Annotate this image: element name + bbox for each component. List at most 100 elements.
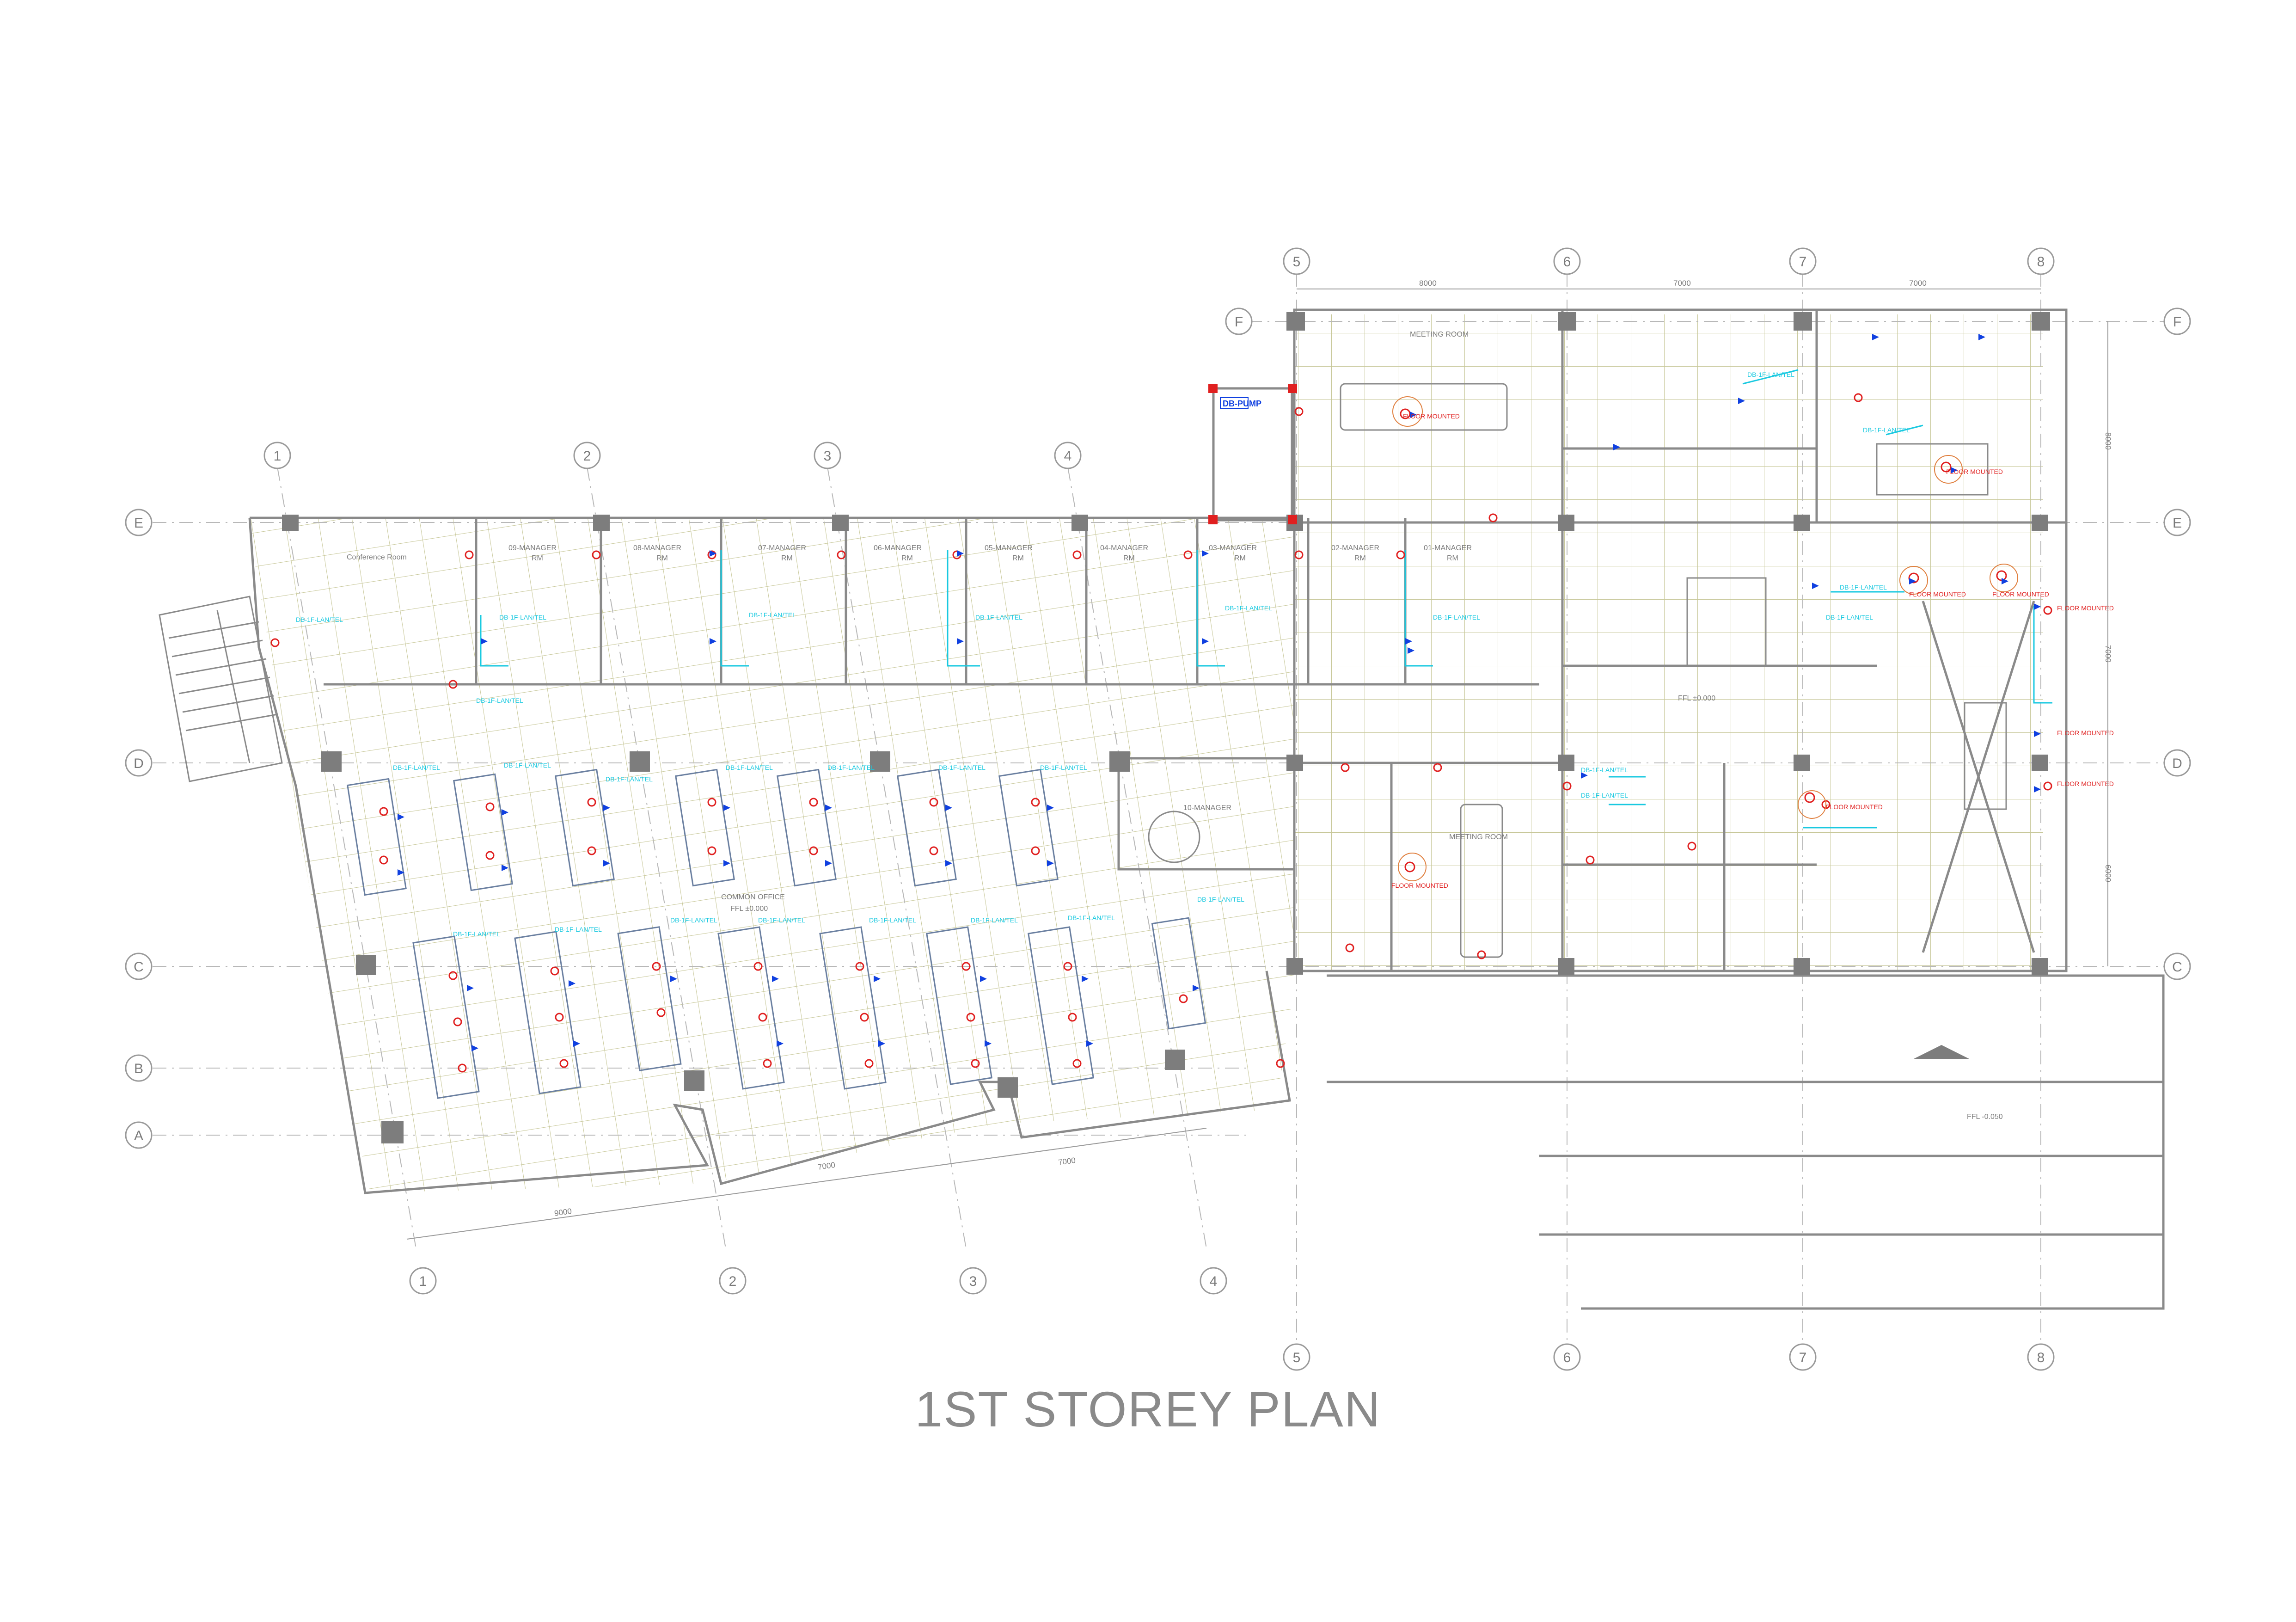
svg-text:7: 7 [1799, 254, 1807, 270]
grid-bubbles [125, 247, 2191, 1371]
svg-text:DB-1F-LAN/TEL: DB-1F-LAN/TEL [1197, 896, 1244, 903]
svg-text:7000: 7000 [2104, 645, 2112, 663]
svg-text:DB-1F-LAN/TEL: DB-1F-LAN/TEL [1068, 914, 1115, 922]
svg-text:03-MANAGER: 03-MANAGER [1209, 544, 1257, 552]
drawing-title: 1ST STOREY PLAN [915, 1381, 1381, 1437]
svg-text:MEETING ROOM: MEETING ROOM [1410, 331, 1469, 338]
svg-text:3: 3 [969, 1274, 977, 1289]
svg-text:E: E [134, 516, 143, 531]
svg-text:07-MANAGER: 07-MANAGER [758, 544, 806, 552]
svg-text:DB-1F-LAN/TEL: DB-1F-LAN/TEL [670, 916, 717, 924]
svg-text:1: 1 [274, 449, 282, 464]
svg-text:DB-PUMP: DB-PUMP [1223, 399, 1261, 408]
svg-text:8000: 8000 [1419, 279, 1437, 288]
svg-text:DB-1F-LAN/TEL: DB-1F-LAN/TEL [1826, 614, 1873, 621]
svg-text:FLOOR MOUNTED: FLOOR MOUNTED [2057, 729, 2114, 737]
svg-text:FLOOR MOUNTED: FLOOR MOUNTED [1992, 590, 2049, 598]
svg-text:DB-1F-LAN/TEL: DB-1F-LAN/TEL [1581, 766, 1628, 774]
svg-text:8000: 8000 [2104, 432, 2112, 450]
svg-text:01-MANAGER: 01-MANAGER [1424, 544, 1472, 552]
svg-text:C: C [134, 959, 144, 975]
svg-text:7000: 7000 [1058, 1156, 1076, 1167]
circuit-tags: DB-1F-LAN/TEL DB-1F-LAN/TEL DB-1F-LAN/TE… [296, 371, 1910, 938]
svg-text:DB-1F-LAN/TEL: DB-1F-LAN/TEL [1747, 371, 1794, 378]
svg-text:DB-1F-LAN/TEL: DB-1F-LAN/TEL [1225, 604, 1272, 612]
svg-text:5: 5 [1293, 254, 1301, 270]
svg-text:4: 4 [1064, 449, 1072, 464]
svg-text:DB-1F-LAN/TEL: DB-1F-LAN/TEL [296, 616, 343, 623]
svg-text:DB-1F-LAN/TEL: DB-1F-LAN/TEL [975, 614, 1022, 621]
svg-text:08-MANAGER: 08-MANAGER [633, 544, 681, 552]
svg-text:RM: RM [1234, 554, 1246, 562]
svg-text:E: E [2173, 516, 2182, 531]
svg-text:RM: RM [1354, 554, 1366, 562]
svg-text:D: D [134, 756, 144, 771]
walls [248, 308, 2165, 1310]
svg-text:RM: RM [532, 554, 543, 562]
room-labels: MEETING ROOM MEETING ROOM COMMON OFFICE … [347, 331, 2003, 1121]
svg-text:5: 5 [1293, 1350, 1301, 1365]
svg-text:FLOOR MOUNTED: FLOOR MOUNTED [2057, 780, 2114, 787]
svg-text:DB-1F-LAN/TEL: DB-1F-LAN/TEL [504, 762, 551, 769]
meeting-tables [1148, 383, 2007, 958]
svg-text:6: 6 [1563, 254, 1571, 270]
svg-text:02-MANAGER: 02-MANAGER [1331, 544, 1379, 552]
svg-text:FLOOR MOUNTED: FLOOR MOUNTED [1391, 882, 1448, 889]
ceiling-grid [247, 314, 2043, 1193]
svg-text:DB-1F-LAN/TEL: DB-1F-LAN/TEL [476, 697, 523, 704]
svg-text:F: F [1235, 314, 1243, 330]
svg-text:RM: RM [781, 554, 793, 562]
svg-text:DB-1F-LAN/TEL: DB-1F-LAN/TEL [393, 764, 440, 771]
power-outlets [270, 393, 2052, 1073]
desk-clusters [347, 768, 1206, 1099]
svg-text:DB-1F-LAN/TEL: DB-1F-LAN/TEL [1581, 792, 1628, 799]
svg-text:FFL -0.050: FFL -0.050 [1967, 1113, 2003, 1121]
svg-text:FLOOR MOUNTED: FLOOR MOUNTED [1909, 590, 1966, 598]
svg-text:09-MANAGER: 09-MANAGER [508, 544, 557, 552]
svg-text:F: F [2173, 314, 2181, 330]
svg-text:7000: 7000 [817, 1161, 836, 1172]
svg-text:3: 3 [824, 449, 832, 464]
svg-text:8: 8 [2037, 254, 2045, 270]
structural-columns [282, 312, 2050, 1143]
dimension-labels: 8000 7000 7000 8000 7000 6000 9000 7000 … [554, 279, 2112, 1218]
svg-text:C: C [2172, 959, 2182, 975]
svg-text:6: 6 [1563, 1350, 1571, 1365]
svg-text:DB-1F-LAN/TEL: DB-1F-LAN/TEL [1040, 764, 1087, 771]
svg-text:DB-1F-LAN/TEL: DB-1F-LAN/TEL [1863, 426, 1910, 434]
svg-text:DB-1F-LAN/TEL: DB-1F-LAN/TEL [749, 611, 796, 619]
svg-text:DB-1F-LAN/TEL: DB-1F-LAN/TEL [606, 775, 653, 783]
db-pump-label: DB-PUMP [1220, 397, 1261, 409]
svg-text:8: 8 [2037, 1350, 2045, 1365]
svg-text:6000: 6000 [2104, 865, 2112, 882]
svg-text:10-MANAGER: 10-MANAGER [1183, 804, 1231, 812]
svg-text:05-MANAGER: 05-MANAGER [985, 544, 1033, 552]
grid-bubble-labels: 1 2 3 4 5 6 7 8 1 2 3 4 5 6 7 8 F F E E … [134, 254, 2182, 1365]
svg-text:RM: RM [1012, 554, 1024, 562]
stair-left [159, 596, 283, 782]
svg-text:FLOOR MOUNTED: FLOOR MOUNTED [1403, 412, 1460, 420]
data-outlets [398, 334, 2041, 1051]
svg-text:DB-1F-LAN/TEL: DB-1F-LAN/TEL [869, 916, 916, 924]
svg-text:1: 1 [419, 1274, 427, 1289]
svg-text:FFL ±0.000: FFL ±0.000 [1678, 694, 1715, 702]
svg-text:DB-1F-LAN/TEL: DB-1F-LAN/TEL [1840, 584, 1887, 591]
entrance-arrow-icon [1914, 1045, 1969, 1059]
svg-text:FLOOR MOUNTED: FLOOR MOUNTED [2057, 604, 2114, 612]
svg-text:7000: 7000 [1909, 279, 1927, 288]
pump-room-columns [1208, 384, 1297, 524]
svg-text:FLOOR MOUNTED: FLOOR MOUNTED [1826, 803, 1883, 811]
svg-text:A: A [134, 1128, 143, 1143]
svg-text:COMMON OFFICE: COMMON OFFICE [721, 893, 785, 901]
svg-text:FLOOR MOUNTED: FLOOR MOUNTED [1946, 468, 2003, 475]
dimension-lines [406, 289, 2108, 1240]
svg-text:DB-1F-LAN/TEL: DB-1F-LAN/TEL [827, 764, 875, 771]
svg-text:2: 2 [583, 449, 591, 464]
svg-text:DB-1F-LAN/TEL: DB-1F-LAN/TEL [499, 614, 546, 621]
floor-mounted-markers [1392, 396, 2018, 881]
svg-text:DB-1F-LAN/TEL: DB-1F-LAN/TEL [726, 764, 773, 771]
svg-text:MEETING ROOM: MEETING ROOM [1449, 833, 1508, 841]
svg-text:B: B [134, 1061, 143, 1076]
svg-text:RM: RM [1447, 554, 1458, 562]
